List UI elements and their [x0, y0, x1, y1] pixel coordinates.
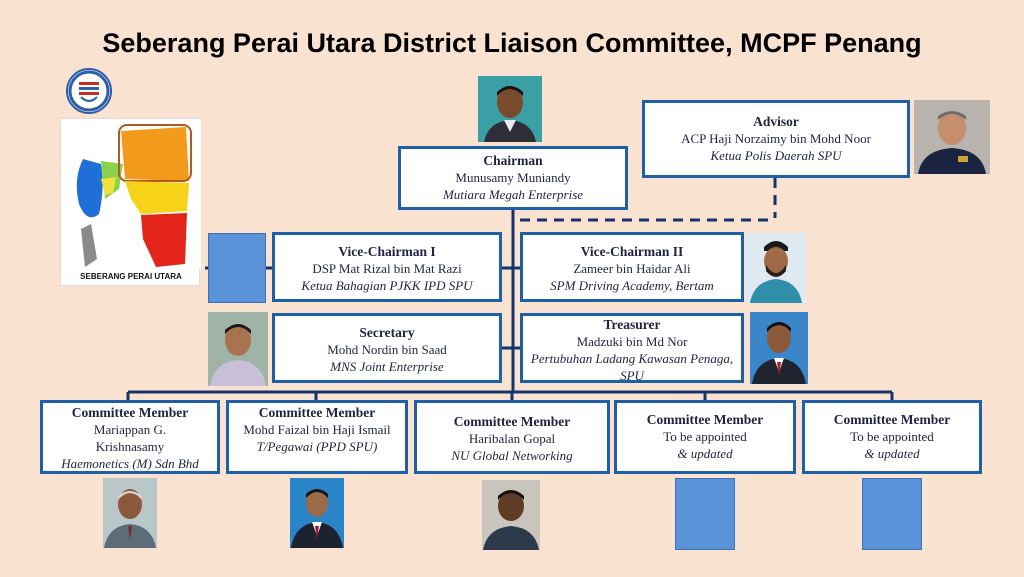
treasurer-photo: [750, 312, 808, 384]
member-box-3: Committee Member Haribalan Gopal NU Glob…: [414, 400, 610, 474]
member-3-org: NU Global Networking: [451, 448, 573, 463]
member-5-photo-placeholder: [862, 478, 922, 550]
district-map: SEBERANG PERAI UTARA: [60, 118, 201, 286]
map-label: SEBERANG PERAI UTARA: [80, 272, 182, 281]
member-4-org: & updated: [677, 446, 733, 461]
advisor-name: ACP Haji Norzaimy bin Mohd Noor: [681, 131, 871, 146]
vice1-box: Vice-Chairman I DSP Mat Rizal bin Mat Ra…: [272, 232, 502, 302]
chairman-photo: [478, 76, 542, 142]
member-1-org: Haemonetics (M) Sdn Bhd: [61, 456, 199, 471]
member-4-photo-placeholder: [675, 478, 735, 550]
treasurer-role: Treasurer: [603, 317, 661, 332]
vice1-photo-placeholder: [208, 233, 266, 303]
secretary-org: MNS Joint Enterprise: [330, 359, 444, 374]
member-1-photo: [103, 478, 157, 548]
advisor-role: Advisor: [753, 114, 799, 129]
chairman-name: Munusamy Muniandy: [455, 170, 571, 185]
member-5-role: Committee Member: [833, 412, 951, 427]
secretary-name: Mohd Nordin bin Saad: [327, 342, 447, 357]
vice1-name: DSP Mat Rizal bin Mat Razi: [312, 261, 462, 276]
secretary-role: Secretary: [359, 325, 415, 340]
member-box-5: Committee Member To be appointed & updat…: [802, 400, 982, 474]
chairman-role: Chairman: [483, 153, 543, 168]
vice2-org: SPM Driving Academy, Bertam: [550, 278, 714, 293]
member-4-name: To be appointed: [663, 429, 747, 444]
member-3-name: Haribalan Gopal: [468, 431, 556, 446]
advisor-box: Advisor ACP Haji Norzaimy bin Mohd Noor …: [642, 100, 910, 178]
member-5-org: & updated: [864, 446, 920, 461]
treasurer-org: Pertubuhan Ladang Kawasan Penaga, SPU: [530, 351, 734, 383]
member-box-2: Committee Member Mohd Faizal bin Haji Is…: [226, 400, 408, 474]
member-box-4: Committee Member To be appointed & updat…: [614, 400, 796, 474]
vice1-role: Vice-Chairman I: [338, 244, 436, 259]
advisor-org: Ketua Polis Daerah SPU: [710, 148, 842, 163]
vice2-name: Zameer bin Haidar Ali: [573, 261, 691, 276]
member-2-org: T/Pegawai (PPD SPU): [256, 439, 378, 454]
member-2-photo: [290, 478, 344, 548]
member-2-name: Mohd Faizal bin Haji Ismail: [243, 422, 391, 437]
mcpf-logo: [66, 68, 112, 114]
chairman-org: Mutiara Megah Enterprise: [442, 187, 584, 202]
member-3-role: Committee Member: [453, 414, 571, 429]
secretary-photo: [208, 312, 268, 386]
treasurer-name: Madzuki bin Md Nor: [576, 334, 688, 349]
page-title: Seberang Perai Utara District Liaison Co…: [102, 28, 922, 58]
vice2-photo: [746, 233, 806, 303]
chairman-box: Chairman Munusamy Muniandy Mutiara Megah…: [398, 146, 628, 210]
member-1-role: Committee Member: [71, 405, 189, 420]
advisor-photo: [914, 100, 990, 174]
secretary-box: Secretary Mohd Nordin bin Saad MNS Joint…: [272, 313, 502, 383]
member-5-name: To be appointed: [850, 429, 934, 444]
vice2-role: Vice-Chairman II: [580, 244, 684, 259]
vice1-org: Ketua Bahagian PJKK IPD SPU: [301, 278, 473, 293]
member-4-role: Committee Member: [646, 412, 764, 427]
member-box-1: Committee Member Mariappan G. Krishnasam…: [40, 400, 220, 474]
vice2-box: Vice-Chairman II Zameer bin Haidar Ali S…: [520, 232, 744, 302]
treasurer-box: Treasurer Madzuki bin Md Nor Pertubuhan …: [520, 313, 744, 383]
member-3-photo: [482, 480, 540, 550]
member-1-name: Mariappan G. Krishnasamy: [93, 422, 167, 454]
member-2-role: Committee Member: [258, 405, 376, 420]
